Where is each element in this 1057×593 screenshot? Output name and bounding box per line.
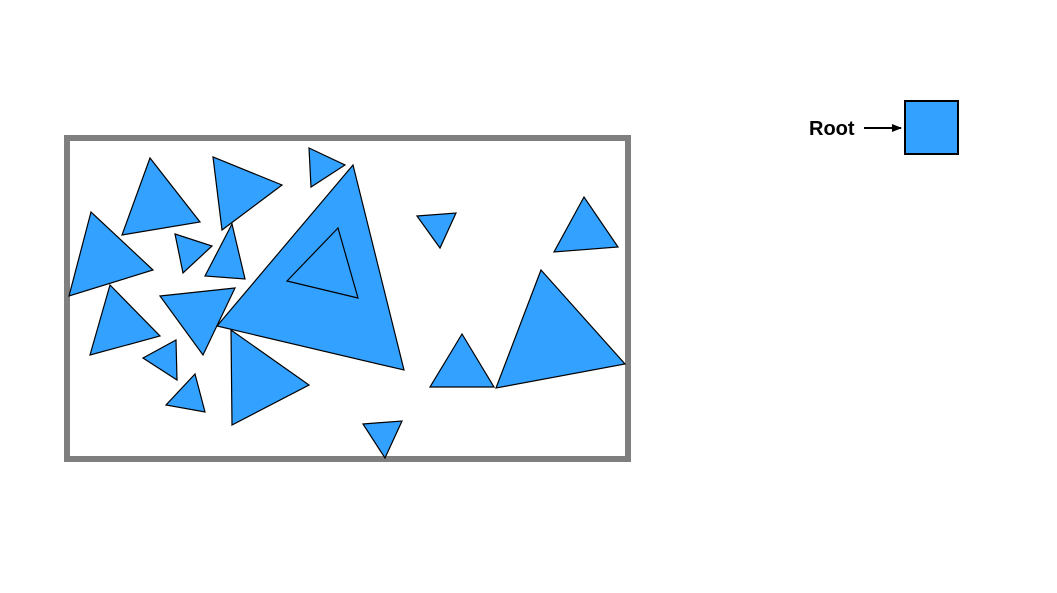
triangle bbox=[164, 372, 206, 413]
triangle bbox=[361, 420, 403, 460]
inner-triangle-outline bbox=[285, 226, 359, 299]
triangle bbox=[89, 283, 162, 356]
triangle bbox=[174, 233, 214, 275]
legend-label-root: Root bbox=[809, 118, 855, 140]
triangle bbox=[68, 210, 155, 297]
legend-square-icon bbox=[904, 100, 959, 155]
triangle bbox=[495, 268, 627, 389]
triangle bbox=[204, 222, 246, 280]
triangle bbox=[308, 147, 347, 189]
triangle bbox=[415, 212, 457, 250]
triangle bbox=[428, 332, 496, 388]
triangle-group bbox=[68, 147, 627, 460]
triangle bbox=[158, 287, 237, 357]
triangle bbox=[230, 328, 311, 426]
triangle bbox=[121, 156, 202, 236]
triangle bbox=[212, 156, 284, 232]
triangle bbox=[141, 339, 178, 382]
triangle bbox=[215, 163, 405, 371]
legend: Root bbox=[809, 100, 959, 155]
triangle bbox=[552, 195, 620, 253]
bounding-frame bbox=[64, 135, 631, 462]
